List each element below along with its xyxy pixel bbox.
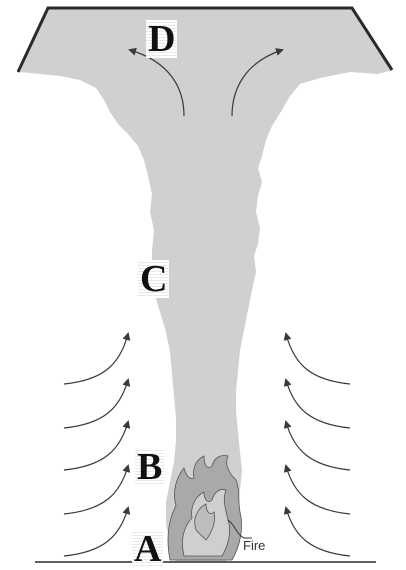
label-c: C [138,260,169,298]
fire-label: Fire [243,538,265,553]
label-d: D [146,20,177,58]
inflow-arrow [64,508,128,556]
inflow-arrow [64,466,128,514]
inflow-arrow [64,334,128,384]
inflow-arrow [286,466,350,514]
inflow-arrow [286,334,350,384]
inflow-arrow [286,422,350,470]
inflow-arrow [64,380,128,428]
label-b: B [135,448,164,486]
entrainment-arrows-right [286,334,350,556]
inflow-arrow [286,380,350,428]
inflow-arrow [286,508,350,556]
entrainment-arrows-left [64,334,128,556]
label-a: A [132,530,163,568]
inflow-arrow [64,422,128,470]
